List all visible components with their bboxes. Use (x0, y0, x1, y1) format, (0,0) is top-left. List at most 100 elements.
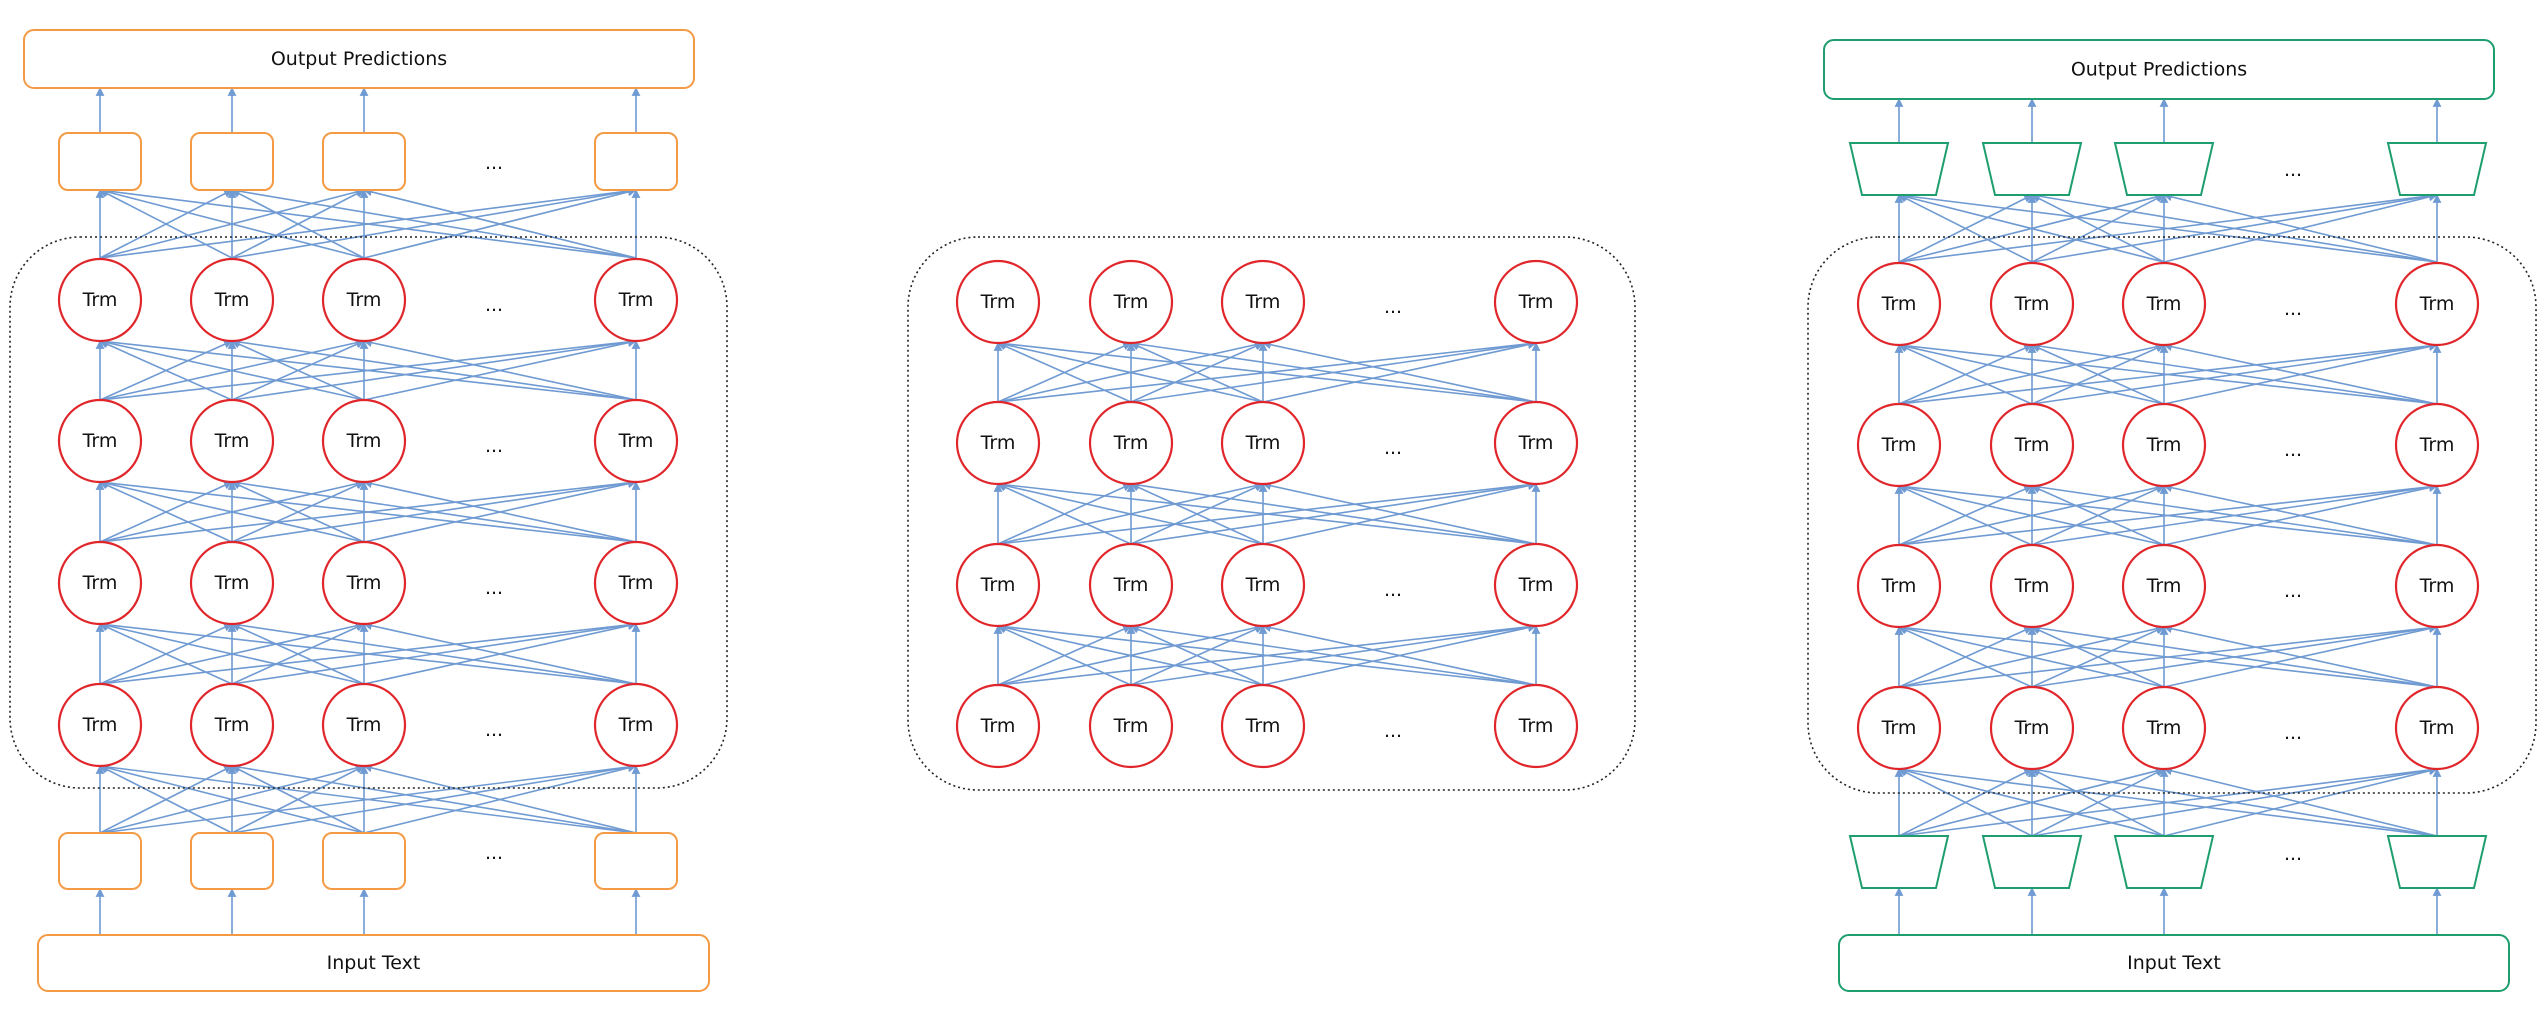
connection-arrow (997, 480, 1537, 545)
trm-label: Trm (82, 289, 118, 311)
ellipsis: ... (1384, 437, 1402, 459)
trm-label: Trm (1245, 715, 1281, 737)
connection-arrow (997, 339, 1537, 403)
trm-label: Trm (1518, 432, 1554, 454)
trm-node (1856, 402, 1942, 488)
connection-arrow (1130, 625, 1264, 686)
trm-node (2121, 543, 2207, 629)
trm-label: Trm (2146, 434, 2182, 456)
trm-label: Trm (2146, 293, 2182, 315)
trm-node (593, 398, 679, 484)
trm-node (2121, 685, 2207, 771)
connection-arrow (1898, 194, 2033, 263)
trm-node (593, 257, 679, 343)
connection-arrow (99, 340, 233, 401)
connection-arrow (99, 337, 637, 401)
input-embedding-trapezoid (1848, 835, 1950, 889)
output-predictions-label: Output Predictions (271, 48, 447, 70)
connection-arrow (997, 340, 1264, 403)
trm-label: Trm (1113, 715, 1149, 737)
output-predictions-box (1823, 39, 2495, 100)
connection-arrow (231, 623, 365, 685)
trm-node (57, 682, 143, 768)
trm-node (1989, 685, 2075, 771)
trm-node (1220, 542, 1306, 628)
connection-arrow (1130, 339, 1537, 403)
connection-arrow (99, 621, 365, 685)
connection-arrow (1898, 485, 2033, 546)
trm-label: Trm (2146, 717, 2182, 739)
ellipsis: ... (485, 435, 503, 457)
connection-arrow (231, 186, 637, 259)
trm-label: Trm (346, 572, 382, 594)
connection-arrow (363, 338, 637, 401)
ellipsis: ... (1384, 296, 1402, 318)
trm-label: Trm (2419, 434, 2455, 456)
connection-arrow (1130, 480, 1537, 545)
connection-arrow (99, 481, 233, 543)
trm-label: Trm (214, 572, 250, 594)
connection-arrow (2163, 192, 2438, 263)
ellipsis: ... (2284, 159, 2302, 181)
connection-arrow (1898, 482, 2438, 546)
connection-arrow (99, 478, 637, 543)
trm-label: Trm (618, 289, 654, 311)
trm-label: Trm (1245, 291, 1281, 313)
trm-node (1493, 259, 1579, 345)
trm-node (2121, 402, 2207, 488)
connection-arrow (1262, 340, 1537, 403)
trm-label: Trm (346, 289, 382, 311)
trm-node (189, 540, 275, 626)
output-head-trapezoid (1848, 142, 1950, 196)
connection-arrow (997, 625, 1132, 686)
connection-arrow (2031, 482, 2438, 546)
connection-arrow (1130, 342, 1264, 403)
connection-arrow (231, 340, 365, 401)
connection-arrow (1898, 626, 2033, 688)
trm-node (1088, 259, 1174, 345)
trm-label: Trm (1881, 575, 1917, 597)
connection-arrows (95, 87, 2442, 935)
trm-label: Trm (2146, 575, 2182, 597)
connection-arrow (2163, 342, 2438, 405)
trm-node (2394, 543, 2480, 629)
transformer-stack-container (1807, 236, 2537, 794)
trm-label: Trm (1245, 574, 1281, 596)
connection-arrow (99, 620, 637, 685)
connection-arrow (2163, 766, 2438, 837)
trm-label: Trm (2014, 293, 2050, 315)
connection-arrow (1898, 342, 2165, 405)
connection-arrow (2163, 483, 2438, 546)
input-embedding-trapezoid (2113, 835, 2215, 889)
connection-arrow (1898, 341, 2438, 405)
connection-arrow (1898, 192, 2165, 263)
input-embedding-box (190, 832, 274, 890)
trm-label: Trm (1113, 574, 1149, 596)
trm-label: Trm (1881, 717, 1917, 739)
trm-node (1220, 683, 1306, 769)
trm-label: Trm (2014, 717, 2050, 739)
ellipsis: ... (485, 152, 503, 174)
input-text-label: Input Text (2127, 952, 2221, 974)
output-head-trapezoid (2386, 142, 2488, 196)
ellipsis: ... (2284, 439, 2302, 461)
trm-label: Trm (82, 572, 118, 594)
trm-node (955, 400, 1041, 486)
trm-node (1989, 402, 2075, 488)
connection-arrow (1898, 483, 2165, 546)
trm-node (1856, 261, 1942, 347)
output-head-box (594, 132, 678, 191)
trm-node (57, 398, 143, 484)
connection-arrow (997, 483, 1132, 545)
ellipsis: ... (485, 842, 503, 864)
trm-node (1989, 543, 2075, 629)
connection-arrow (363, 187, 637, 259)
connection-arrow (2031, 341, 2438, 405)
connection-arrow (363, 763, 637, 834)
trm-label: Trm (1518, 574, 1554, 596)
trm-node (1493, 542, 1579, 628)
trm-label: Trm (82, 714, 118, 736)
trm-label: Trm (214, 430, 250, 452)
